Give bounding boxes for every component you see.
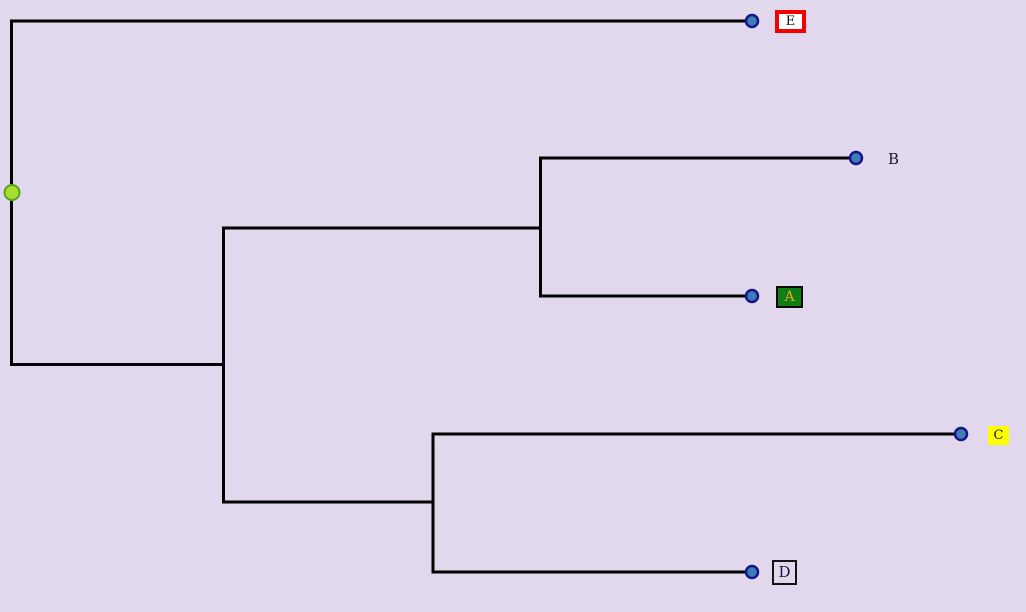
leaf-label-c[interactable]: C	[988, 426, 1009, 445]
leaf-node-b[interactable]	[848, 150, 864, 166]
leaf-label-d[interactable]: D	[772, 560, 797, 585]
leaf-label-e[interactable]: E	[775, 10, 806, 33]
root-node[interactable]	[3, 184, 21, 201]
leaf-node-d[interactable]	[744, 564, 760, 580]
leaf-label-b[interactable]: B	[887, 149, 900, 168]
leaf-label-a[interactable]: A	[776, 286, 803, 308]
leaf-node-c[interactable]	[953, 426, 969, 442]
leaf-node-e[interactable]	[744, 13, 760, 29]
leaf-node-a[interactable]	[744, 288, 760, 304]
